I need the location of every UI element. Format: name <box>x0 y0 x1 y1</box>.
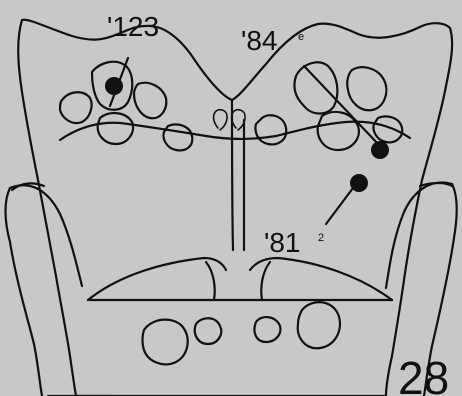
label-recording-81: '81 <box>264 227 301 258</box>
label-recording-84-superscript: e <box>298 31 304 43</box>
recording-site-123 <box>105 77 123 95</box>
panel-number: 28 <box>398 352 449 396</box>
recording-site-81 <box>350 174 368 192</box>
label-recording-84: '84 <box>241 25 278 56</box>
label-recording-123: '123 <box>107 11 159 42</box>
recording-site-84 <box>371 141 389 159</box>
label-recording-81-superscript: 2 <box>318 232 324 244</box>
